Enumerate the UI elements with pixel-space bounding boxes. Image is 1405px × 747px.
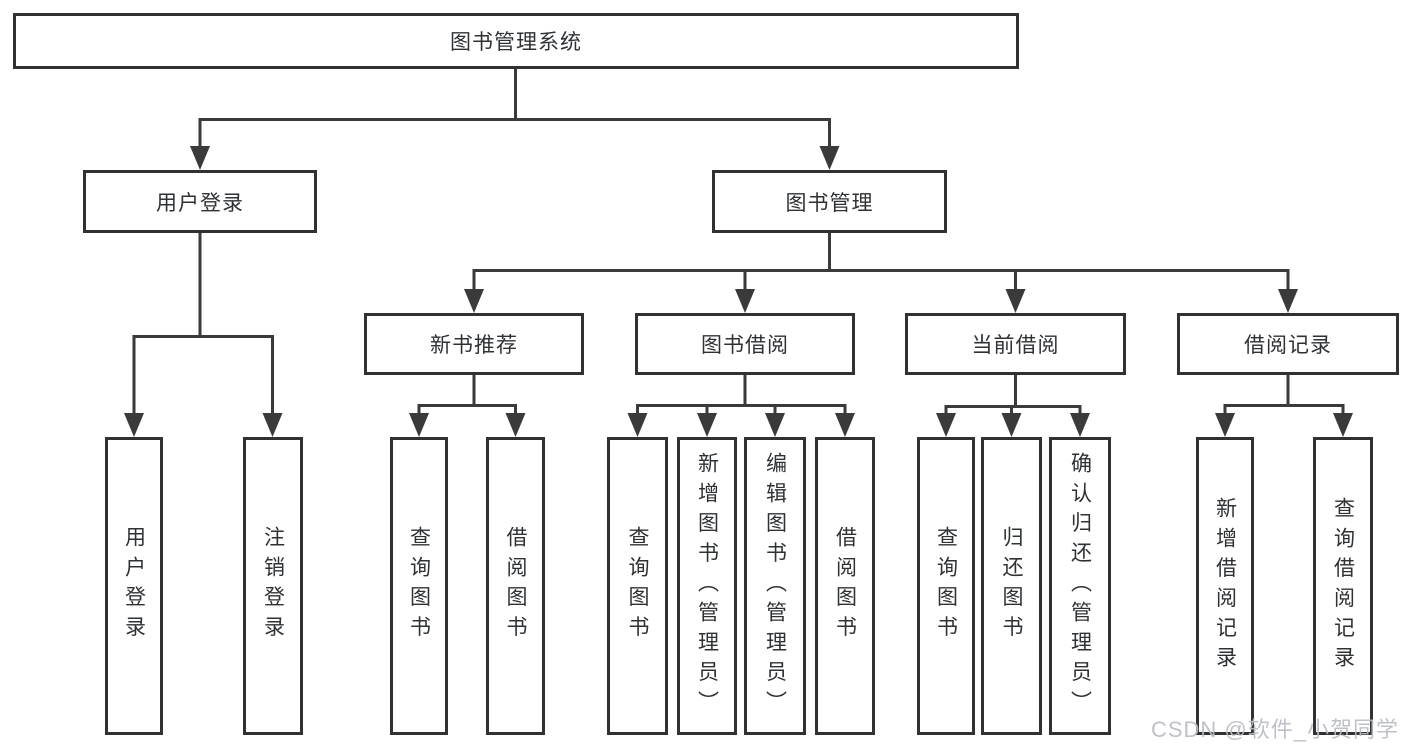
leaf-borrow-books: 借阅图书 (815, 437, 875, 735)
node-user-login: 用户登录 (83, 170, 317, 233)
connector-arrow-head (464, 289, 484, 313)
leaf-query-books-borrow: 查询图书 (607, 437, 668, 735)
node-borrow-records-label: 借阅记录 (1244, 334, 1332, 357)
leaf-return-books: 归还图书 (981, 437, 1042, 735)
node-borrow-records: 借阅记录 (1177, 313, 1399, 375)
connector-arrow-head (1005, 289, 1026, 313)
connector-arrow-head (735, 289, 755, 313)
connector-arrow-head (190, 146, 210, 170)
connector-arrow-head (1333, 413, 1353, 437)
connector-arrow-head (765, 413, 785, 437)
leaf-confirm-return-admin: 确认归还（管理员） (1049, 437, 1111, 735)
trunk-borrow-records (1223, 374, 1345, 407)
node-book-borrow: 图书借阅 (635, 313, 855, 375)
leaf-logout: 注销登录 (243, 437, 303, 735)
node-root: 图书管理系统 (13, 13, 1019, 69)
node-new-book-recommend-label: 新书推荐 (430, 334, 518, 357)
leaf-query-books-recommend: 查询图书 (390, 437, 448, 735)
leaf-query-borrow-record-label: 查询借阅记录 (1331, 496, 1355, 676)
connector-arrow-head (124, 413, 144, 437)
connector-arrow-head (409, 413, 429, 437)
leaf-return-books-label: 归还图书 (1000, 526, 1023, 646)
trunk-root (198, 68, 831, 121)
leaf-borrow-books-label: 借阅图书 (833, 526, 857, 646)
connector-arrow-head (835, 413, 855, 437)
trunk-new-book-recommend (417, 374, 517, 407)
node-book-borrow-label: 图书借阅 (701, 334, 789, 357)
connector-arrow-head (1278, 289, 1298, 313)
leaf-borrow-books-recommend: 借阅图书 (486, 437, 545, 735)
leaf-confirm-return-admin-label: 确认归还（管理员） (1068, 451, 1092, 721)
leaf-borrow-books-recommend-label: 借阅图书 (504, 526, 527, 646)
leaf-add-books-admin-label: 新增图书（管理员） (695, 451, 719, 721)
trunk-book-borrow (636, 374, 847, 407)
leaf-query-books-current: 查询图书 (917, 437, 975, 735)
leaf-query-books-recommend-label: 查询图书 (407, 526, 431, 646)
trunk-book-management (472, 233, 1290, 272)
leaf-user-login: 用户登录 (105, 437, 163, 735)
node-new-book-recommend: 新书推荐 (364, 313, 584, 375)
leaf-logout-label: 注销登录 (261, 526, 285, 646)
connector-arrow-head (936, 413, 956, 437)
leaf-query-books-borrow-label: 查询图书 (626, 526, 649, 646)
node-user-login-label: 用户登录 (156, 191, 244, 215)
node-book-management: 图书管理 (712, 170, 947, 233)
trunk-current-borrow (944, 374, 1082, 408)
connector-arrow-head (1215, 413, 1235, 437)
node-current-borrow: 当前借阅 (905, 313, 1126, 375)
connector-arrow-head (819, 146, 840, 170)
node-root-label: 图书管理系统 (450, 31, 582, 54)
connector-arrow-head (627, 413, 648, 437)
connector-arrow-head (1001, 413, 1022, 437)
leaf-add-borrow-record-label: 新增借阅记录 (1213, 496, 1237, 676)
trunk-user-login (132, 233, 274, 338)
leaf-query-books-current-label: 查询图书 (934, 526, 958, 646)
leaf-edit-books-admin: 编辑图书（管理员） (744, 437, 806, 735)
leaf-add-books-admin: 新增图书（管理员） (677, 437, 737, 735)
connector-arrow-head (262, 413, 283, 437)
leaf-user-login-label: 用户登录 (122, 526, 146, 646)
leaf-edit-books-admin-label: 编辑图书（管理员） (763, 451, 787, 721)
connector-arrow-head (505, 413, 526, 437)
leaf-add-borrow-record: 新增借阅记录 (1196, 437, 1254, 735)
node-book-management-label: 图书管理 (785, 191, 874, 215)
connector-arrow-head (697, 413, 717, 437)
connector-arrow-head (1070, 413, 1090, 437)
node-current-borrow-label: 当前借阅 (971, 334, 1060, 357)
leaf-query-borrow-record: 查询借阅记录 (1313, 437, 1373, 735)
